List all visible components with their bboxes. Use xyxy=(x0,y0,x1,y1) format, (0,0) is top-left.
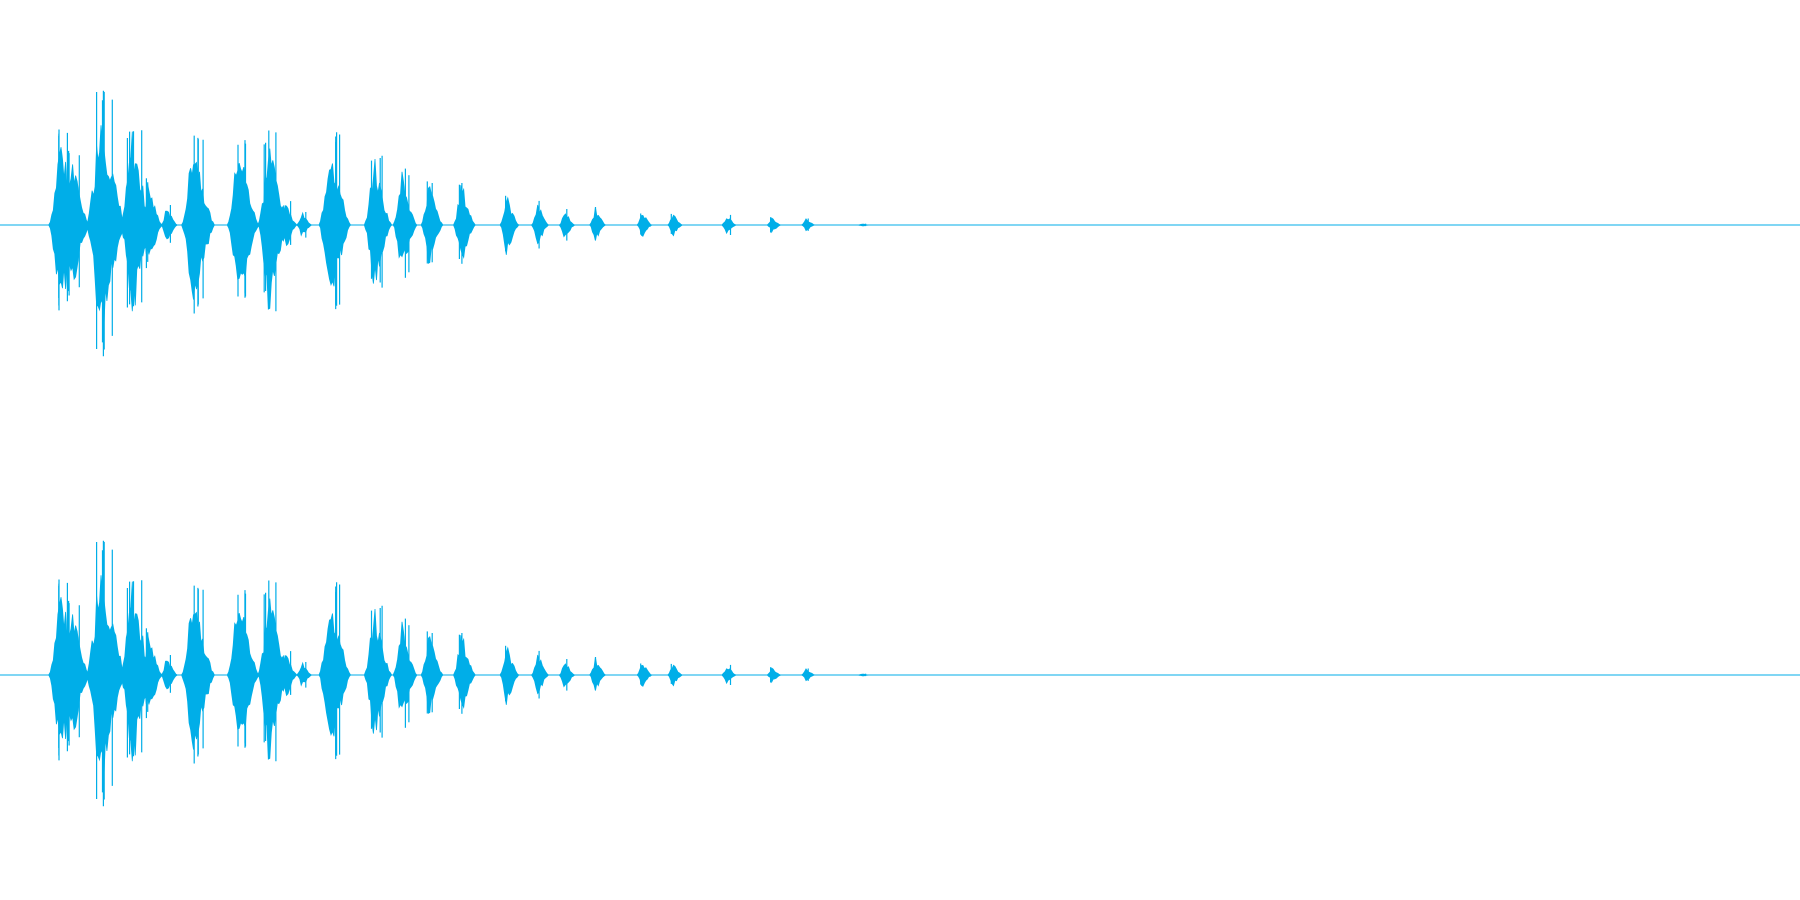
waveform-envelope xyxy=(531,204,550,245)
waveform-burst xyxy=(636,213,653,237)
waveform-burst xyxy=(453,633,476,714)
waveform-envelope xyxy=(318,613,352,737)
waveform-burst xyxy=(531,650,550,699)
waveform-burst xyxy=(181,585,215,764)
waveform-burst xyxy=(857,223,871,227)
waveform-burst xyxy=(667,213,684,237)
waveform-envelope xyxy=(363,608,393,734)
waveform-burst xyxy=(558,209,576,241)
waveform-envelope xyxy=(160,210,179,240)
waveform-envelope xyxy=(499,196,520,255)
waveform-envelope xyxy=(453,635,476,710)
waveform-envelope xyxy=(667,214,684,237)
waveform-envelope xyxy=(721,218,738,235)
waveform-burst xyxy=(636,663,653,687)
waveform-burst xyxy=(226,140,260,298)
waveform-burst xyxy=(857,673,871,677)
waveform-envelope xyxy=(667,664,684,687)
waveform-envelope xyxy=(453,185,476,260)
waveform-burst xyxy=(499,645,520,705)
waveform-envelope xyxy=(636,214,653,237)
waveform-envelope xyxy=(766,217,782,234)
waveform-burst xyxy=(420,631,444,714)
waveform-envelope xyxy=(226,163,260,280)
waveform-burst xyxy=(667,663,684,687)
waveform-burst xyxy=(257,580,290,762)
waveform-burst xyxy=(85,90,127,357)
waveform-burst xyxy=(589,657,607,691)
waveform-burst xyxy=(257,130,290,312)
waveform-envelope xyxy=(721,668,738,685)
waveform-burst xyxy=(226,590,260,748)
waveform-envelope xyxy=(531,654,550,695)
waveform-burst xyxy=(296,661,313,688)
waveform-burst xyxy=(499,195,520,255)
waveform-burst xyxy=(800,668,817,682)
waveform-envelope xyxy=(857,673,871,677)
waveform-burst xyxy=(558,659,576,691)
waveform-channel-left xyxy=(0,90,1800,357)
waveform-envelope xyxy=(499,646,520,705)
waveform-burst xyxy=(318,582,352,760)
waveform-envelope xyxy=(636,664,653,687)
waveform-burst xyxy=(363,605,393,738)
waveform-envelope xyxy=(318,163,352,287)
waveform-burst xyxy=(392,168,418,278)
waveform-burst xyxy=(181,135,215,314)
waveform-burst xyxy=(139,628,163,719)
waveform-burst xyxy=(766,217,782,234)
waveform-envelope xyxy=(226,613,260,730)
waveform-burst xyxy=(85,540,127,807)
waveform-burst xyxy=(392,618,418,728)
waveform-envelope xyxy=(160,660,179,690)
waveform-burst xyxy=(318,132,352,310)
waveform-burst xyxy=(420,181,444,264)
waveform-envelope xyxy=(589,657,607,691)
waveform-burst xyxy=(160,655,179,693)
waveform-envelope xyxy=(857,223,871,227)
waveform-burst xyxy=(531,200,550,249)
waveform-envelope xyxy=(296,661,313,687)
waveform-burst xyxy=(119,130,154,312)
waveform-burst xyxy=(589,207,607,241)
waveform-burst xyxy=(766,667,782,684)
waveform-burst xyxy=(119,580,154,762)
waveform-envelope xyxy=(296,211,313,237)
waveform-burst xyxy=(296,211,313,238)
waveform-burst xyxy=(160,205,179,243)
waveform-envelope xyxy=(363,158,393,284)
waveform-burst xyxy=(721,214,738,235)
waveform-burst xyxy=(453,183,476,264)
waveform-envelope xyxy=(766,667,782,684)
waveform-burst xyxy=(721,664,738,685)
waveform-burst xyxy=(363,155,393,288)
waveform-envelope xyxy=(589,207,607,241)
waveform-channel-right xyxy=(0,540,1800,807)
waveform-burst xyxy=(800,218,817,232)
